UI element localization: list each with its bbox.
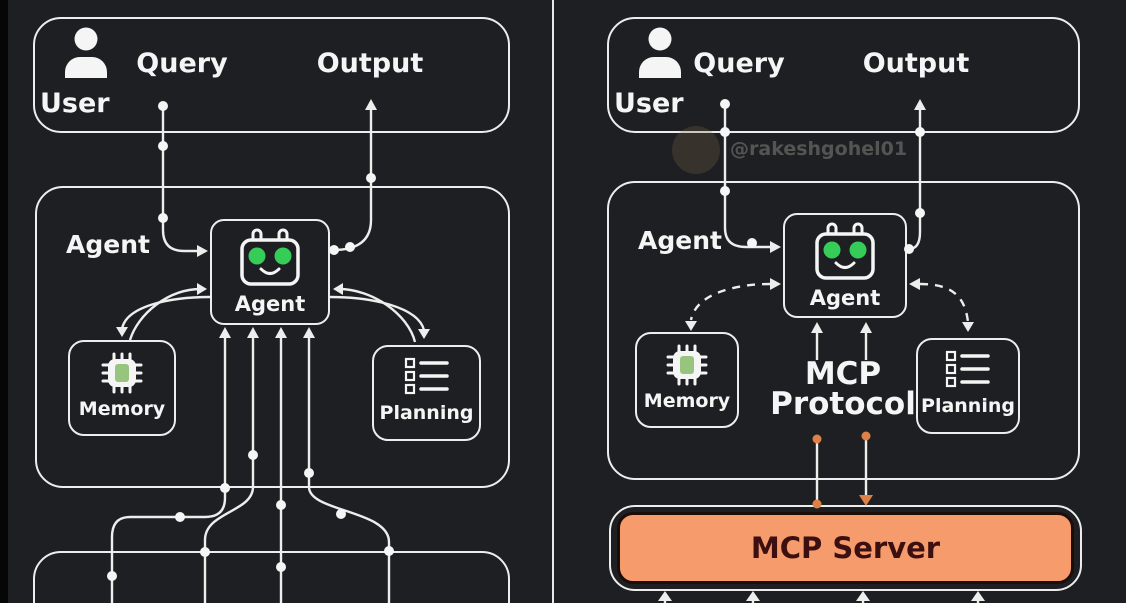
left-agent-container: [35, 186, 510, 488]
planning-list-icon: [404, 357, 449, 395]
panel-divider: [552, 0, 555, 603]
right-agent-container: [607, 181, 1080, 480]
left-inner-agent-box: [210, 219, 330, 325]
right-memory-box: [635, 332, 739, 428]
planning-list-icon: [945, 350, 990, 388]
right-query-label: Query: [693, 48, 785, 79]
user-icon: [65, 27, 107, 78]
watermark-avatar: [672, 126, 720, 174]
left-planning-box: [372, 345, 481, 441]
right-user-box: [607, 17, 1080, 133]
right-inner-agent-label: Agent: [809, 286, 881, 310]
mcp-server-box: MCP Server: [617, 512, 1074, 584]
memory-chip-icon: [101, 352, 143, 394]
right-wires: [663, 104, 980, 603]
orange-endpoints: [812, 431, 873, 509]
right-user-label: User: [614, 88, 684, 119]
left-memory-box: [68, 340, 176, 436]
watermark-handle: @rakeshgohel01: [730, 138, 908, 160]
mcp-protocol-line2: Protocol: [770, 386, 916, 422]
mcp-server-label: MCP Server: [750, 531, 941, 565]
left-junction-dots: [107, 101, 394, 581]
left-black-strip: [0, 0, 8, 603]
robot-icon: [240, 228, 300, 286]
right-output-label: Output: [862, 48, 970, 79]
robot-icon: [815, 222, 875, 280]
left-user-box: [33, 17, 510, 133]
left-query-label: Query: [136, 48, 228, 79]
left-agent-container-label: Agent: [66, 230, 150, 259]
left-memory-label: Memory: [78, 398, 166, 420]
right-dashed-wires: [689, 282, 970, 323]
left-output-label: Output: [316, 48, 424, 79]
left-wires: [110, 106, 426, 603]
right-arrowheads: [658, 99, 985, 601]
mcp-server-outer-border: [609, 505, 1082, 591]
right-agent-container-label: Agent: [638, 226, 722, 255]
right-planning-label: Planning: [921, 395, 1015, 417]
mcp-protocol-line1: MCP: [804, 356, 882, 392]
right-junction-dots: [720, 99, 925, 254]
right-inner-agent-box: [783, 213, 907, 318]
mcp-protocol-label: MCP Protocol: [763, 356, 923, 422]
left-bottom-box: [33, 551, 510, 603]
right-planning-box: [916, 338, 1020, 434]
right-memory-label: Memory: [643, 390, 731, 412]
user-icon: [639, 27, 681, 78]
left-arrowheads: [116, 99, 430, 339]
left-inner-agent-label: Agent: [234, 292, 306, 316]
left-user-label: User: [40, 88, 110, 119]
left-planning-label: Planning: [379, 402, 474, 424]
memory-chip-icon: [666, 344, 708, 386]
